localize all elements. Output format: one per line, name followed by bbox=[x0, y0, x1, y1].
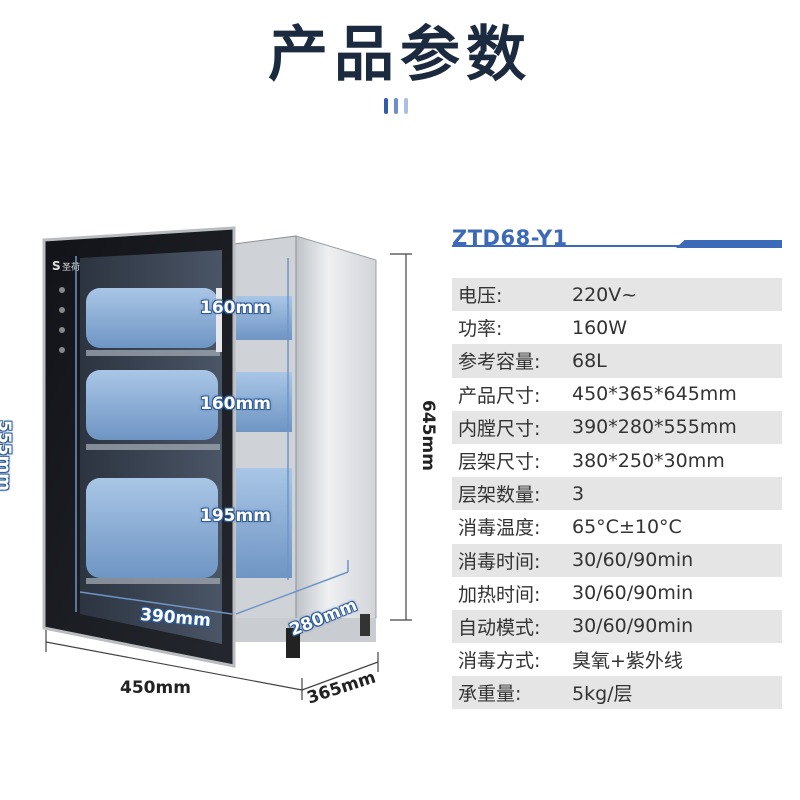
spec-value: 5kg/层 bbox=[572, 683, 633, 706]
spec-row: 消毒温度: 65°C±10°C bbox=[452, 510, 782, 544]
spec-value: 30/60/90min bbox=[572, 615, 694, 638]
spec-label: 消毒方式: bbox=[458, 650, 541, 673]
spec-row: 电压: 220V~ bbox=[452, 278, 782, 312]
spec-label: 层架数量: bbox=[458, 484, 541, 507]
towel-stack-top bbox=[86, 288, 218, 348]
title-bar bbox=[404, 98, 408, 114]
outer-height-label: 645mm bbox=[418, 400, 438, 471]
shelf-rack bbox=[86, 444, 220, 450]
spec-row: 消毒方式: 臭氧+紫外线 bbox=[452, 643, 782, 677]
inner-height-label: 555mm bbox=[0, 420, 14, 491]
spec-row: 加热时间: 30/60/90min bbox=[452, 576, 782, 610]
spec-row: 参考容量: 68L bbox=[452, 344, 782, 378]
spec-label: 功率: bbox=[458, 318, 503, 341]
page-title: 产品参数 bbox=[268, 20, 532, 90]
spec-label: 参考容量: bbox=[458, 351, 541, 374]
cabinet-drawing: S 圣荷 bbox=[42, 226, 412, 700]
model-underline bbox=[452, 245, 782, 247]
product-illustration: S 圣荷 160mm 160mm 195mm 555mm 645mm 390mm… bbox=[0, 200, 445, 720]
brand-name: 圣荷 bbox=[62, 262, 80, 273]
spec-row: 功率: 160W bbox=[452, 311, 782, 345]
brand-logo: S bbox=[52, 259, 61, 273]
spec-label: 承重量: bbox=[458, 683, 522, 706]
spec-row: 层架尺寸: 380*250*30mm bbox=[452, 443, 782, 478]
outer-depth-line bbox=[301, 661, 379, 691]
outer-width-line bbox=[45, 641, 303, 691]
control-button bbox=[59, 347, 65, 353]
spec-row: 层架数量: 3 bbox=[452, 477, 782, 511]
title-bar bbox=[384, 98, 388, 114]
cabinet-foot bbox=[286, 628, 300, 658]
inner-towel bbox=[236, 468, 292, 578]
outer-width-label: 450mm bbox=[120, 678, 191, 698]
inner-width-line bbox=[79, 591, 233, 615]
spec-value: 160W bbox=[572, 316, 628, 339]
spec-label: 自动模式: bbox=[458, 616, 541, 639]
shelf-gap-3-label: 195mm bbox=[200, 506, 271, 526]
spec-value: 390*280*555mm bbox=[572, 416, 737, 439]
spec-table: 电压: 220V~ 功率: 160W 参考容量: 68L 产品尺寸: 450*365*645m… bbox=[452, 278, 782, 710]
spec-label: 消毒时间: bbox=[458, 550, 541, 573]
spec-label: 消毒温度: bbox=[458, 517, 541, 540]
towel-stack-bottom bbox=[86, 478, 218, 578]
spec-label: 层架尺寸: bbox=[458, 451, 541, 474]
spec-row: 产品尺寸: 450*365*645mm bbox=[452, 377, 782, 411]
cabinet-foot bbox=[360, 614, 370, 636]
spec-label: 产品尺寸: bbox=[458, 384, 541, 407]
towel-stack-middle bbox=[86, 370, 218, 440]
spec-value: 450*365*645mm bbox=[572, 383, 737, 406]
cabinet-base bbox=[232, 618, 376, 642]
spec-label: 加热时间: bbox=[458, 583, 541, 606]
spec-value: 30/60/90min bbox=[572, 582, 694, 605]
model-accent-tab bbox=[676, 240, 782, 248]
spec-label: 电压: bbox=[458, 285, 503, 308]
spec-value: 3 bbox=[572, 482, 585, 505]
shelf-gap-2-label: 160mm bbox=[200, 394, 271, 414]
inner-towel bbox=[236, 372, 292, 432]
spec-row: 内膛尺寸: 390*280*555mm bbox=[452, 410, 782, 444]
spec-row: 承重量: 5kg/层 bbox=[452, 676, 782, 710]
spec-value: 220V~ bbox=[572, 283, 638, 306]
spec-value: 380*250*30mm bbox=[572, 449, 725, 472]
shelf-gap-1-label: 160mm bbox=[200, 298, 271, 318]
inner-depth-line bbox=[235, 571, 349, 615]
control-button bbox=[59, 327, 65, 333]
control-button bbox=[59, 287, 65, 293]
door-handle bbox=[216, 288, 222, 352]
spec-value: 65°C±10°C bbox=[572, 515, 682, 538]
cabinet-side-panel bbox=[295, 235, 377, 641]
spec-value: 68L bbox=[572, 349, 607, 372]
spec-value: 臭氧+紫外线 bbox=[572, 650, 683, 673]
shelf-rack bbox=[86, 350, 220, 356]
spec-label: 内膛尺寸: bbox=[458, 417, 541, 440]
title-bar bbox=[394, 98, 398, 114]
shelf-rack bbox=[86, 578, 220, 584]
spec-row: 消毒时间: 30/60/90min bbox=[452, 543, 782, 577]
spec-row: 自动模式: 30/60/90min bbox=[452, 609, 782, 644]
control-button bbox=[59, 307, 65, 313]
inner-towel bbox=[236, 296, 292, 340]
spec-value: 30/60/90min bbox=[572, 549, 694, 572]
